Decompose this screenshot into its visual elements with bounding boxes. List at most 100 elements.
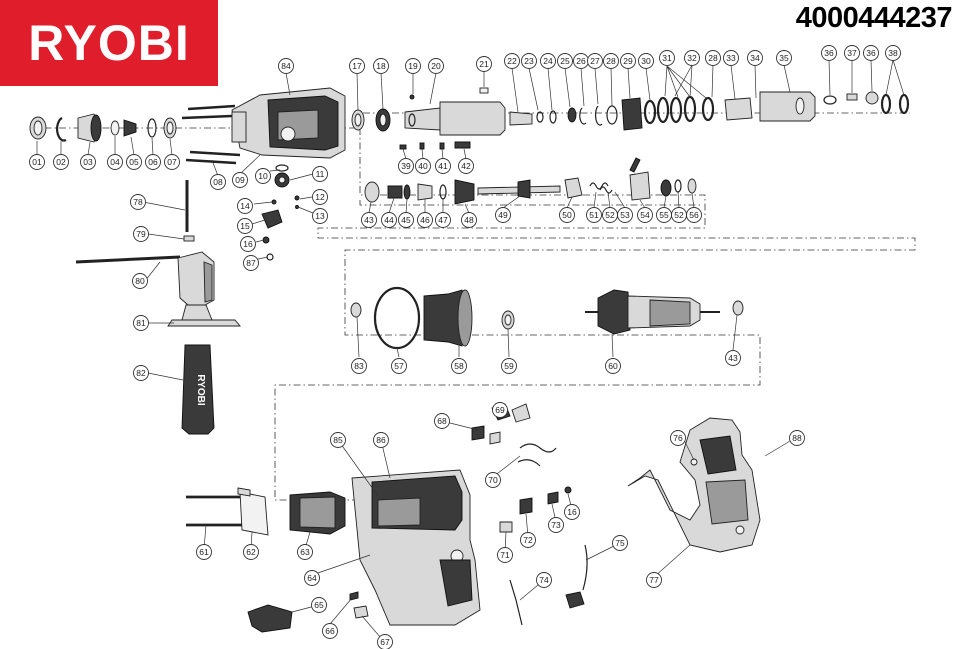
callout-circle: [821, 45, 837, 61]
callout-label: 55: [659, 210, 669, 220]
callout-label: 44: [384, 215, 394, 225]
callout-24: 24: [540, 53, 556, 69]
callout-circle: [243, 255, 259, 271]
callout-circle: [548, 517, 564, 533]
callout-74: 74: [536, 572, 552, 588]
callout-circle: [435, 158, 451, 174]
callout-label: 87: [246, 258, 256, 268]
callout-label: 68: [437, 416, 447, 426]
callout-label: 33: [726, 53, 736, 63]
callout-circle: [304, 570, 320, 586]
callout-label: 53: [620, 210, 630, 220]
callout-16: 16: [564, 504, 580, 520]
callout-88: 88: [789, 430, 805, 446]
callout-23: 23: [521, 53, 537, 69]
callout-07: 07: [164, 154, 180, 170]
callout-55: 55: [656, 207, 672, 223]
callout-04: 04: [107, 154, 123, 170]
callout-22: 22: [504, 53, 520, 69]
callout-label: 22: [507, 56, 517, 66]
callout-42: 42: [458, 158, 474, 174]
callout-20: 20: [428, 58, 444, 74]
callout-label: 59: [504, 361, 514, 371]
callout-65: 65: [311, 597, 327, 613]
callout-label: 52: [674, 210, 684, 220]
callout-label: 77: [649, 575, 659, 585]
callout-label: 43: [728, 353, 738, 363]
callout-63: 63: [297, 544, 313, 560]
callout-label: 31: [662, 53, 672, 63]
callout-circle: [620, 53, 636, 69]
callout-circle: [521, 53, 537, 69]
callout-11: 11: [312, 166, 328, 182]
callout-label: 66: [325, 626, 335, 636]
callout-circle: [361, 212, 377, 228]
callout-circle: [349, 58, 365, 74]
callout-label: 18: [376, 61, 386, 71]
callout-label: 85: [333, 435, 343, 445]
callout-label: 45: [401, 215, 411, 225]
callout-58: 58: [451, 358, 467, 374]
callout-circle: [373, 432, 389, 448]
callout-label: 83: [354, 361, 364, 371]
callout-label: 80: [135, 276, 145, 286]
callout-86: 86: [373, 432, 389, 448]
callout-circle: [659, 50, 675, 66]
callout-circle: [196, 544, 212, 560]
callout-27: 27: [587, 53, 603, 69]
callout-69: 69: [492, 402, 508, 418]
callout-label: 15: [240, 221, 250, 231]
callout-label: 75: [615, 538, 625, 548]
callout-circle: [540, 53, 556, 69]
callout-circle: [351, 358, 367, 374]
callout-01: 01: [29, 154, 45, 170]
callout-circle: [497, 547, 513, 563]
callout-14: 14: [237, 198, 253, 214]
callout-label: 78: [133, 197, 143, 207]
callout-circle: [145, 154, 161, 170]
callout-label: 29: [623, 56, 633, 66]
callout-15: 15: [237, 218, 253, 234]
callout-circle: [671, 207, 687, 223]
callout-circle: [637, 207, 653, 223]
callout-77: 77: [646, 572, 662, 588]
callout-circle: [415, 158, 431, 174]
spindle-parts: [351, 87, 910, 136]
callout-circle: [398, 212, 414, 228]
callout-29: 29: [620, 53, 636, 69]
callout-circle: [536, 572, 552, 588]
callout-label: 24: [543, 56, 553, 66]
callout-label: 71: [500, 550, 510, 560]
assembly-guide-lines: [30, 112, 916, 501]
gearbox-housing: [231, 87, 346, 159]
callout-47: 47: [435, 212, 451, 228]
callout-circle: [417, 212, 433, 228]
callout-circle: [132, 273, 148, 289]
callout-label: 20: [431, 61, 441, 71]
callout-label: 37: [847, 48, 857, 58]
callout-43: 43: [725, 350, 741, 366]
callout-02: 02: [53, 154, 69, 170]
callout-43: 43: [361, 212, 377, 228]
side-handle: RYOBI: [75, 180, 241, 435]
callout-circle: [428, 58, 444, 74]
callout-label: 32: [687, 53, 697, 63]
callout-circle: [492, 402, 508, 418]
callout-circle: [240, 236, 256, 252]
callout-41: 41: [435, 158, 451, 174]
callout-label: 43: [364, 215, 374, 225]
callout-label: 25: [560, 56, 570, 66]
callout-label: 28: [606, 56, 616, 66]
callout-49: 49: [495, 207, 511, 223]
callout-label: 74: [539, 575, 549, 585]
callout-54: 54: [637, 207, 653, 223]
callout-circle: [495, 207, 511, 223]
callout-circle: [863, 45, 879, 61]
callout-48: 48: [461, 212, 477, 228]
logo-text: RYOBI: [28, 15, 190, 71]
callout-circle: [844, 45, 860, 61]
callout-34: 34: [747, 50, 763, 66]
callout-circle: [776, 50, 792, 66]
